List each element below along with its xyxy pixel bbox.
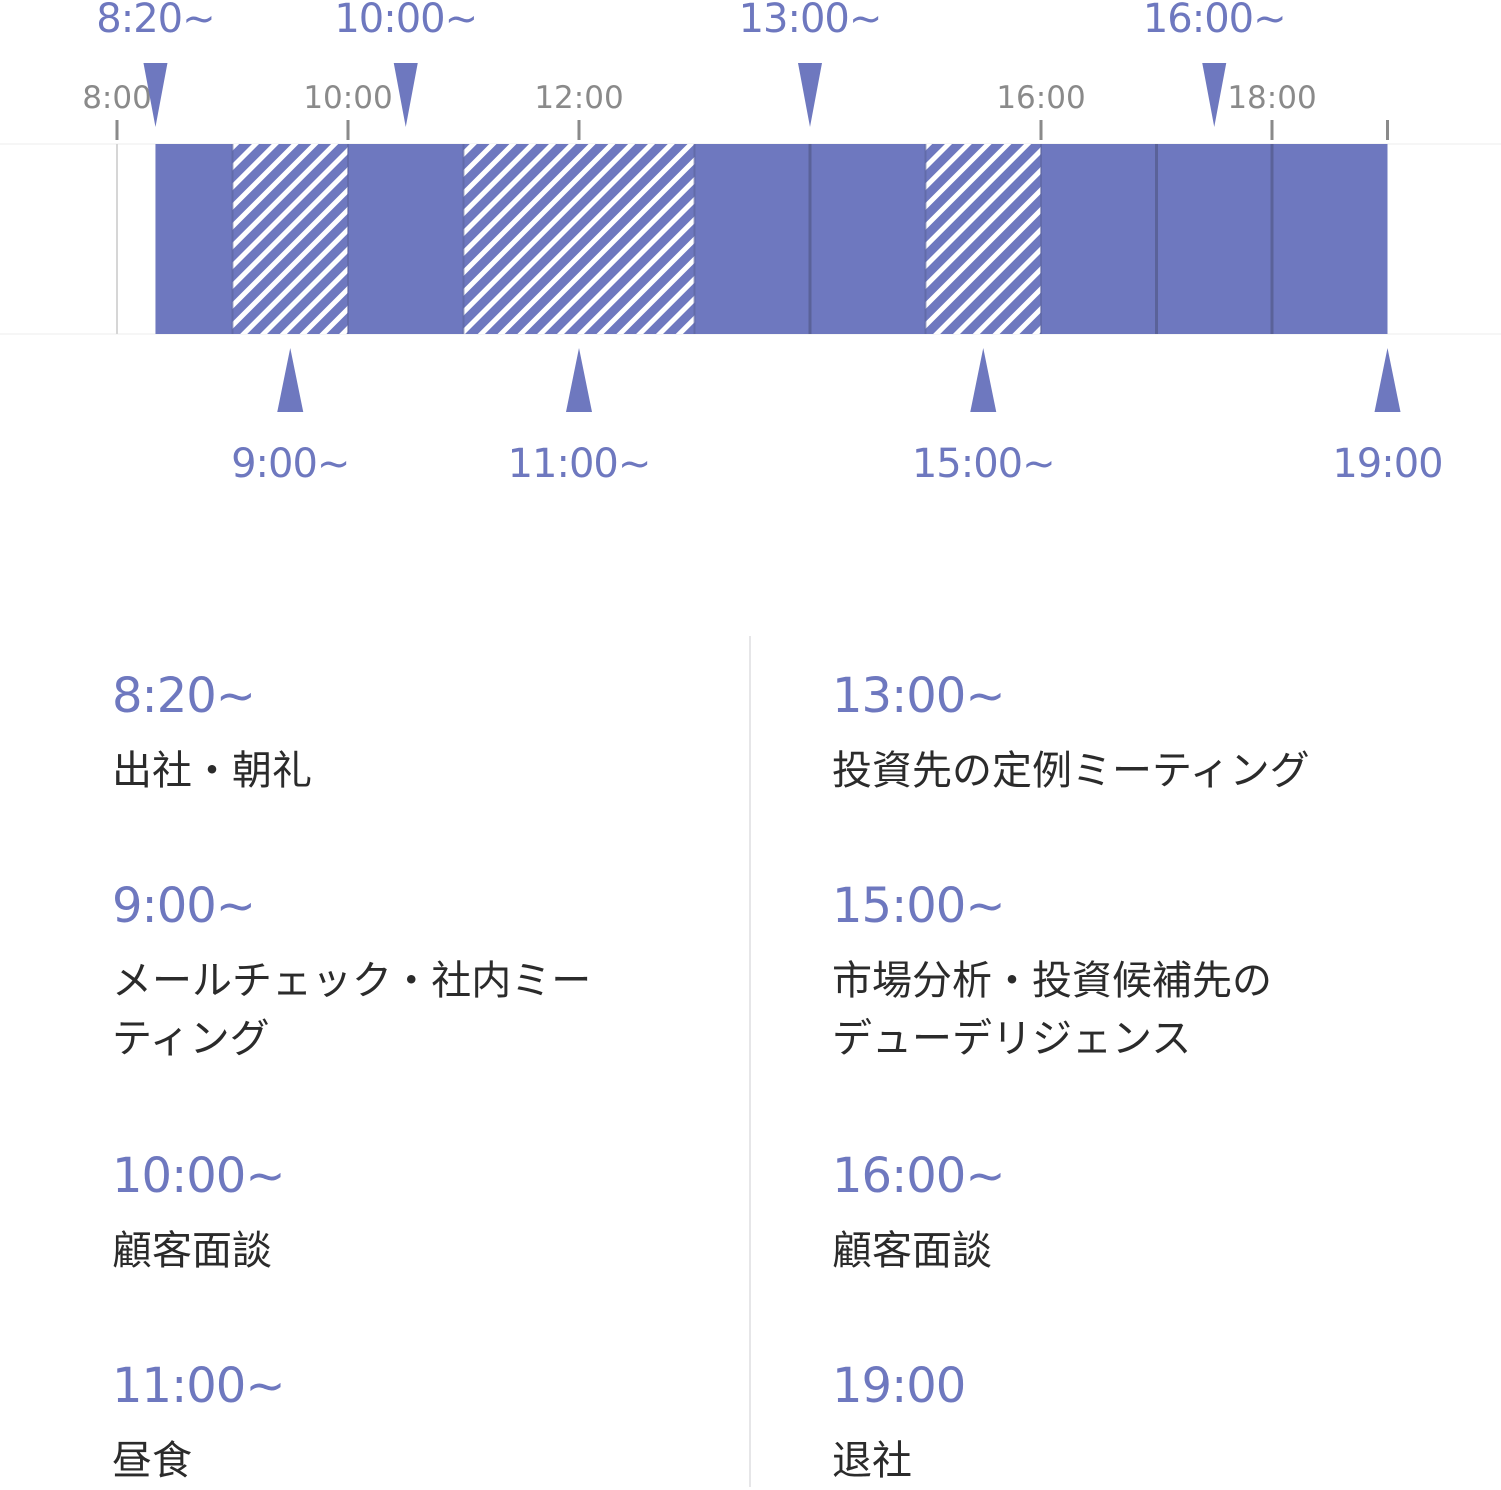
schedule-entry: 11:00~ 昼食 <box>112 1360 762 1490</box>
axis-tick-label: 10:00 <box>303 80 392 116</box>
marker-top-label: 13:00~ <box>739 0 882 42</box>
schedule-entry: 15:00~ 市場分析・投資候補先の デューデリジェンス <box>832 880 1482 1068</box>
schedule-entry: 16:00~ 顧客面談 <box>832 1150 1482 1280</box>
entry-time: 19:00 <box>832 1358 966 1414</box>
marker-bottom-label: 9:00~ <box>231 441 349 487</box>
axis-tick-label: 8:00 <box>82 80 152 116</box>
axis-tick-label: 18:00 <box>1227 80 1316 116</box>
entry-label: 投資先の定例ミーティング <box>832 748 1310 794</box>
marker-bottom-label: 15:00~ <box>912 441 1055 487</box>
entry-time: 9:00~ <box>112 878 256 934</box>
entry-label: 退社 <box>832 1438 912 1484</box>
marker-top-label: 16:00~ <box>1143 0 1286 42</box>
schedule-entry: 10:00~ 顧客面談 <box>112 1150 762 1280</box>
marker-up-arrow <box>1374 348 1401 412</box>
hatched-time-block <box>232 144 348 334</box>
entry-label: 昼食 <box>112 1438 192 1484</box>
marker-up-arrow <box>277 348 304 412</box>
marker-down-arrow <box>393 63 418 127</box>
schedule-entry: 13:00~ 投資先の定例ミーティング <box>832 670 1482 800</box>
entry-label: 市場分析・投資候補先の デューデリジェンス <box>832 958 1272 1062</box>
marker-down-arrow <box>798 63 822 127</box>
schedule-entry: 19:00 退社 <box>832 1360 1482 1490</box>
marker-top-label: 8:20~ <box>96 0 214 42</box>
entry-time: 16:00~ <box>832 1148 1006 1204</box>
axis-tick-label: 12:00 <box>534 80 623 116</box>
axis-tick-label: 16:00 <box>996 80 1085 116</box>
marker-bottom-label: 19:00 <box>1332 441 1442 487</box>
hatched-time-block <box>925 144 1041 334</box>
schedule-entry: 8:20~ 出社・朝礼 <box>112 670 762 800</box>
marker-bottom-label: 11:00~ <box>508 441 651 487</box>
entry-time: 8:20~ <box>112 668 256 724</box>
entry-time: 11:00~ <box>112 1358 286 1414</box>
hatched-time-block <box>463 144 695 334</box>
marker-top-label: 10:00~ <box>334 0 477 42</box>
solid-time-block <box>1041 144 1388 334</box>
entry-time: 15:00~ <box>832 878 1006 934</box>
timeline-chart: 8:00 10:00 12:00 16:00 18:00 8:20~ 10:00~ 13:0… <box>0 0 1501 487</box>
entry-label: 顧客面談 <box>832 1228 992 1274</box>
entry-label: 出社・朝礼 <box>112 748 312 794</box>
schedule-entry: 9:00~ メールチェック・社内ミー ティング <box>112 880 762 1068</box>
marker-down-arrow <box>1202 63 1227 127</box>
solid-time-block <box>348 144 464 334</box>
marker-up-arrow <box>970 348 997 412</box>
entry-time: 10:00~ <box>112 1148 286 1204</box>
entry-time: 13:00~ <box>832 668 1006 724</box>
entry-label: 顧客面談 <box>112 1228 272 1274</box>
entry-label: メールチェック・社内ミー ティング <box>112 958 592 1062</box>
marker-down-arrow <box>143 63 168 127</box>
marker-up-arrow <box>566 348 592 412</box>
column-divider <box>749 636 751 1487</box>
solid-time-block <box>155 144 233 334</box>
